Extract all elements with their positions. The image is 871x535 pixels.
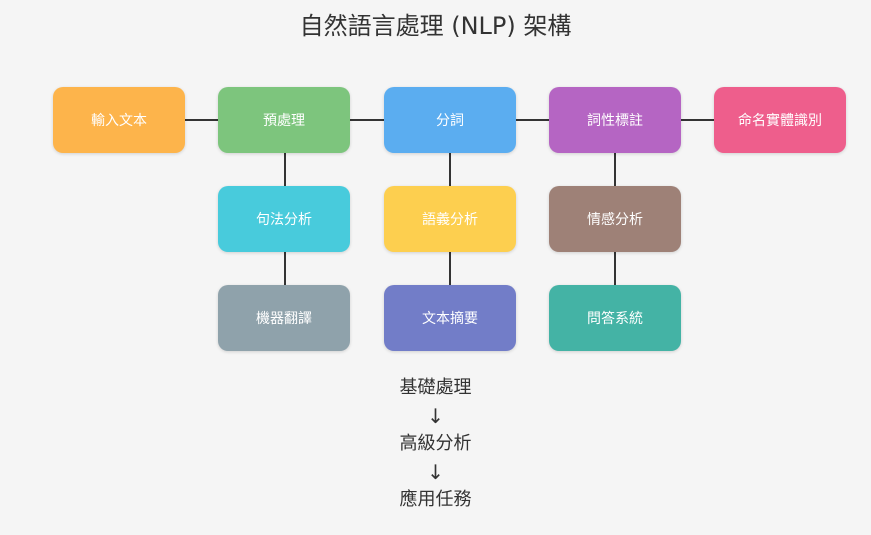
- node-text-summarization: 文本摘要: [384, 285, 516, 351]
- node-ner: 命名實體識別: [714, 87, 846, 153]
- connector-input-preprocess: [185, 119, 219, 121]
- node-pos-tagging: 詞性標註: [549, 87, 681, 153]
- legend-step-basic: 基礎處理: [399, 377, 472, 398]
- node-semantic-analysis: 語義分析: [384, 186, 516, 252]
- connector-tokenize-semantic: [449, 153, 451, 187]
- node-preprocessing: 預處理: [218, 87, 350, 153]
- connector-sentiment-qa: [614, 252, 616, 286]
- diagram-title: 自然語言處理 (NLP) 架構: [299, 12, 572, 40]
- connector-pos-ner: [681, 119, 715, 121]
- connector-semantic-summary: [449, 252, 451, 286]
- node-syntax-analysis: 句法分析: [218, 186, 350, 252]
- connector-pos-sentiment: [614, 153, 616, 187]
- down-arrow-icon: ↓: [427, 404, 444, 428]
- node-question-answering: 問答系統: [549, 285, 681, 351]
- node-input-text: 輸入文本: [53, 87, 185, 153]
- connector-preprocess-syntax: [284, 153, 286, 187]
- node-sentiment-analysis: 情感分析: [549, 186, 681, 252]
- stage-legend: 基礎處理 ↓ 高級分析 ↓ 應用任務: [0, 374, 871, 514]
- connector-syntax-mt: [284, 252, 286, 286]
- node-machine-translation: 機器翻譯: [218, 285, 350, 351]
- node-tokenization: 分詞: [384, 87, 516, 153]
- legend-step-application: 應用任務: [399, 489, 472, 510]
- legend-step-advanced: 高級分析: [399, 433, 472, 454]
- connector-tokenize-pos: [516, 119, 550, 121]
- connector-preprocess-tokenize: [350, 119, 384, 121]
- down-arrow-icon: ↓: [427, 460, 444, 484]
